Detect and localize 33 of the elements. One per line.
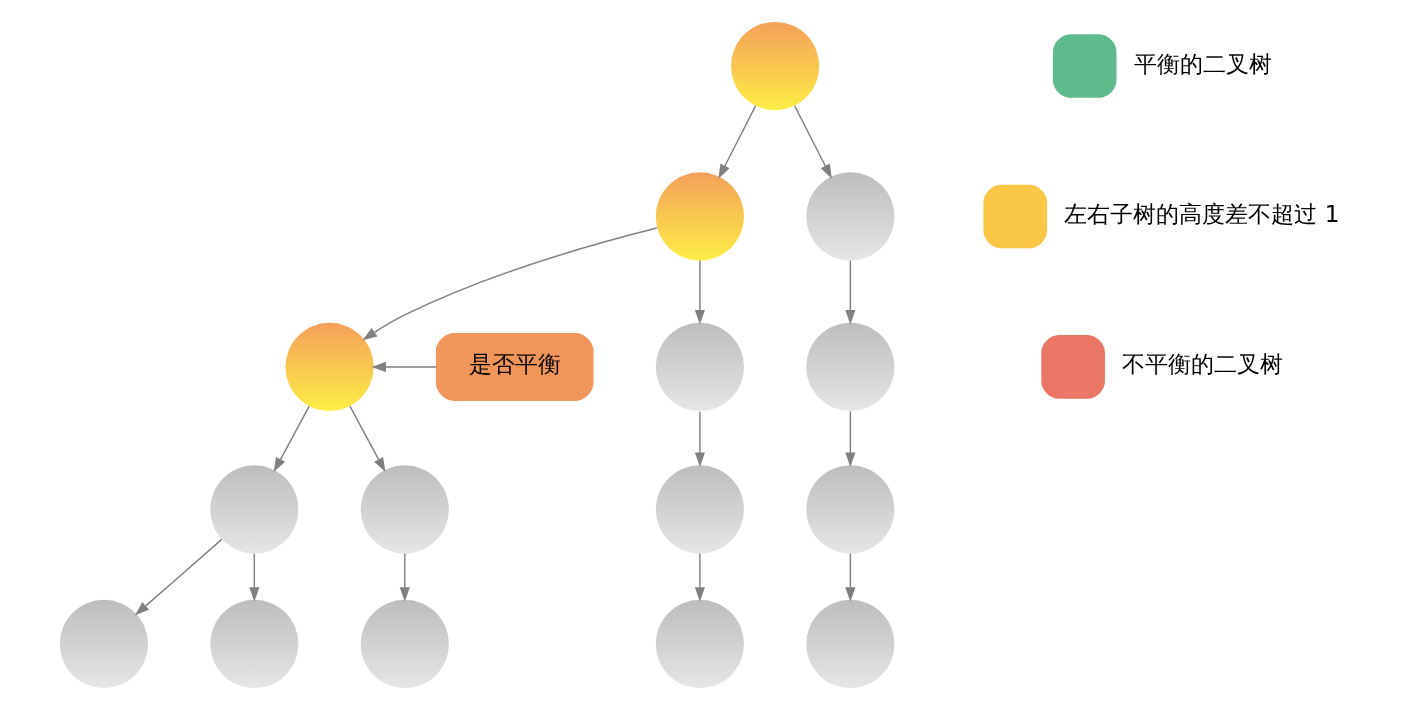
arrow [845,552,856,602]
node-circle [360,465,449,554]
node-circle [210,599,299,689]
arrow [362,227,658,341]
legend-label: 左右子树的高度差不超过 1 [1064,200,1340,227]
node-circle [210,465,299,554]
arrow [273,405,310,473]
legend-label: 不平衡的二叉树 [1122,351,1284,378]
node-circle [806,322,895,412]
arrow [694,410,705,468]
node-box: 是否平衡 [435,332,594,401]
node-circle [285,322,374,412]
arrow [371,361,438,372]
arrow [845,410,856,468]
node-circle [360,599,449,689]
arrow [694,259,705,325]
arrow [349,405,386,473]
node-circle [806,599,895,689]
arrow [793,105,832,179]
node-circle [655,322,744,412]
node-circle [731,21,820,111]
node-circle [655,172,744,261]
arrow [134,538,223,616]
arrow [249,552,260,602]
node-circle [655,465,744,554]
legend-label: 平衡的二叉树 [1133,50,1272,77]
arrow [694,552,705,602]
arrow [718,105,757,179]
node-circle [806,465,895,554]
node-circle [655,599,744,689]
arrow [399,552,410,602]
arrow [845,259,856,325]
node-circle [806,172,895,261]
